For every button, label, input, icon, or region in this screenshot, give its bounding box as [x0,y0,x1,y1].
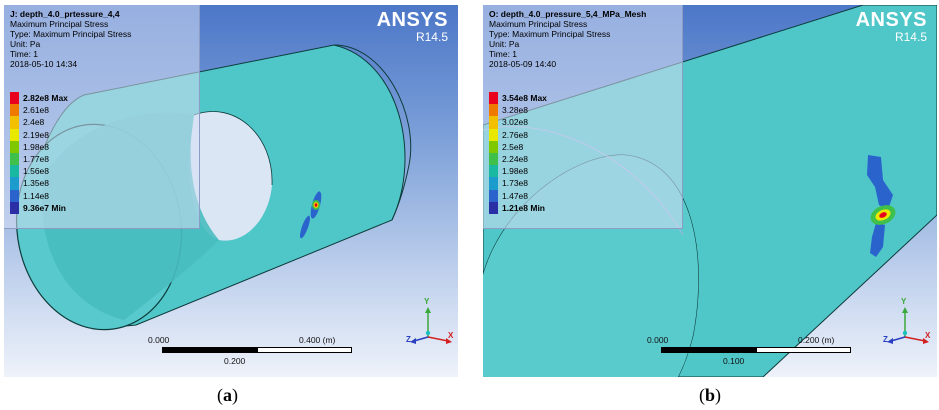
legend-swatch [489,92,498,105]
axis-triad: Y X Z [404,297,454,347]
axis-triad: Y X Z [881,297,931,347]
result-date: 2018-05-10 14:34 [10,59,78,69]
caption-close: ) [715,385,722,405]
scale-bar-black [162,347,257,353]
legend-label: 2.76e8 [502,129,528,140]
legend-swatch [489,165,498,178]
legend-swatch [10,128,19,141]
axis-z-label: Z [883,335,888,344]
scale-left-label: 0.000 [647,335,669,345]
result-date: 2018-05-09 14:40 [489,59,557,69]
legend-label: 9.36e7 Min [23,202,66,213]
axis-x-label: X [448,331,454,340]
axis-x-label: X [925,331,931,340]
legend-label: 1.21e8 Min [502,202,545,213]
result-subtitle: Maximum Principal Stress [10,19,109,29]
scale-left-label: 0.000 [148,335,170,345]
legend-label: 1.98e8 [23,141,49,152]
legend-label: 2.5e8 [502,141,524,152]
legend-swatch [10,177,19,190]
scale-right-label: 0.400 (m) [299,335,336,345]
legend-swatch [10,152,19,166]
legend-swatch [489,177,498,190]
result-info-box: J: depth_4.0_prtessure_4,4 Maximum Princ… [4,5,200,229]
axis-z-label: Z [406,335,411,344]
result-title: J: depth_4.0_prtessure_4,4 [10,9,120,19]
legend-label: 2.24e8 [502,153,528,164]
legend-label: 2.4e8 [23,117,45,128]
legend-label: 2.61e8 [23,105,49,116]
legend-label: 1.73e8 [502,178,528,189]
viewport-a[interactable]: J: depth_4.0_prtessure_4,4 Maximum Princ… [4,5,458,377]
caption-letter: b [705,385,716,405]
legend-swatch [10,92,19,105]
legend-swatch [10,140,19,153]
scale-mid-label: 0.200 [224,356,246,366]
legend-swatch [489,104,498,117]
legend-swatch [10,189,19,202]
legend-label: 3.54e8 Max [502,93,547,103]
result-type: Type: Maximum Principal Stress [10,29,132,39]
brand-version: R14.5 [415,30,448,44]
legend-label: 1.56e8 [23,166,49,177]
ansys-logo: ANSYS R14.5 [856,9,927,44]
legend-label: 1.47e8 [502,190,528,201]
legend-swatch [10,116,19,129]
scale-mid-label: 0.100 [723,356,745,366]
result-subtitle: Maximum Principal Stress [489,19,588,29]
legend-label: 3.02e8 [502,117,528,128]
brand-version: R14.5 [894,30,927,44]
scale-right-label: 0.200 (m) [798,335,835,345]
legend-label: 1.98e8 [502,166,528,177]
caption-letter: a [223,385,232,405]
legend-swatch [489,189,498,202]
legend-swatch [489,116,498,129]
result-unit: Unit: Pa [10,39,41,49]
scale-bar: 0.000 0.400 (m) 0.200 [144,335,352,367]
caption-close: ) [232,385,238,405]
axis-y-label: Y [424,297,430,306]
result-unit: Unit: Pa [489,39,520,49]
legend-swatch [489,140,498,153]
result-info-box: O: depth_4.0_pressure_5,4_MPa_Mesh Maxim… [483,5,683,229]
caption-a: (a) [217,385,238,406]
scale-bar-white [756,347,851,353]
brand-name: ANSYS [376,9,448,31]
caption-b: (b) [699,385,721,406]
caption-open: ( [699,385,705,405]
brand-name: ANSYS [855,9,927,31]
legend-swatch [489,128,498,141]
legend-label: 1.77e8 [23,153,49,164]
scale-bar: 0.000 0.200 (m) 0.100 [643,335,851,367]
result-time: Time: 1 [10,49,39,59]
legend-label: 3.28e8 [502,105,528,116]
viewport-b[interactable]: O: depth_4.0_pressure_5,4_MPa_Mesh Maxim… [483,5,937,377]
result-time: Time: 1 [489,49,518,59]
axis-y-label: Y [901,297,907,306]
legend-swatch [10,165,19,178]
legend-swatch [10,201,19,214]
result-title: O: depth_4.0_pressure_5,4_MPa_Mesh [489,9,647,19]
legend-swatch [489,152,498,166]
legend-swatch [489,201,498,214]
legend-label: 2.19e8 [23,129,49,140]
legend-label: 1.35e8 [23,178,49,189]
legend-swatch [10,104,19,117]
caption-open: ( [217,385,223,405]
legend-label: 2.82e8 Max [23,93,68,103]
ansys-logo: ANSYS R14.5 [377,9,448,44]
result-type: Type: Maximum Principal Stress [489,29,611,39]
scale-bar-black [661,347,756,353]
legend-label: 1.14e8 [23,190,49,201]
scale-bar-white [257,347,352,353]
